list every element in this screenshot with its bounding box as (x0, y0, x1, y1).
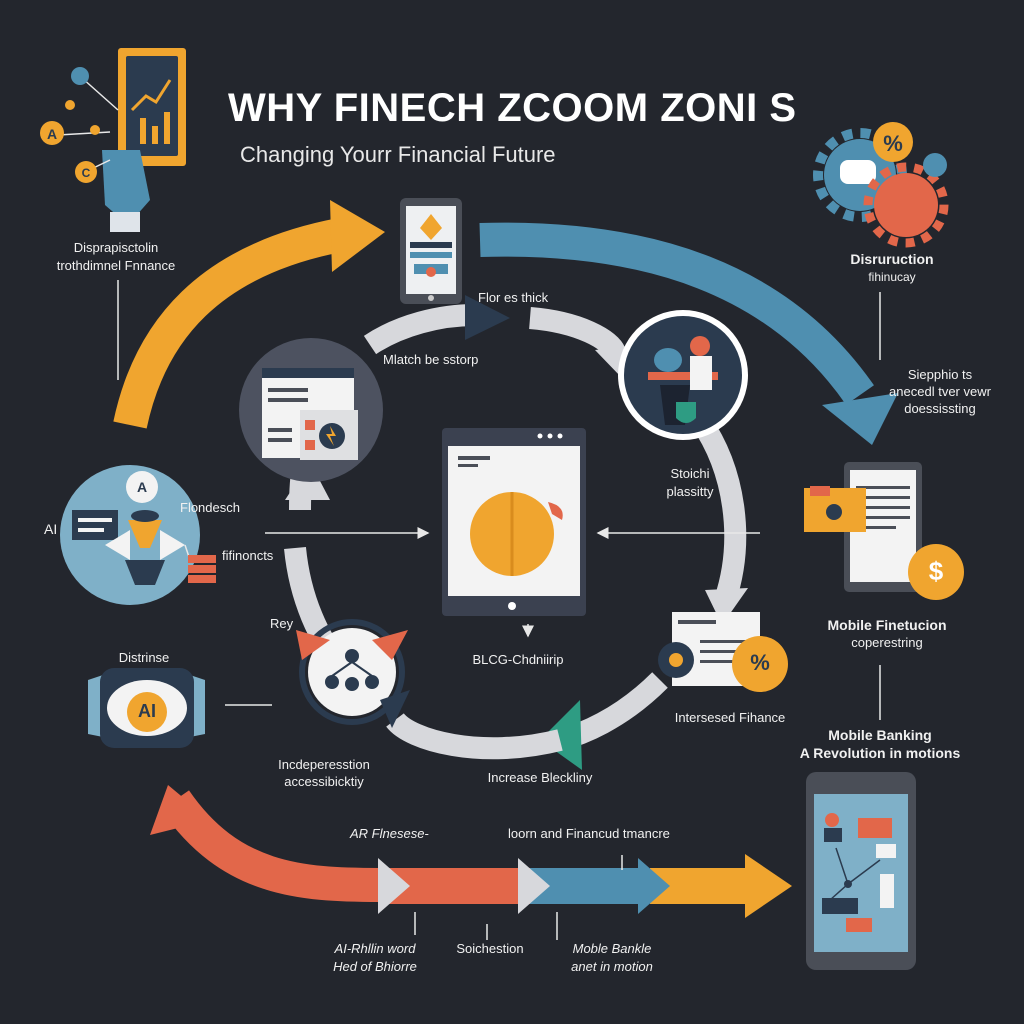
label-mobile-banking-2: A Revolution in motions (799, 745, 961, 761)
label-ar: AR Flnesese- (350, 826, 429, 841)
phone-app-icon (400, 198, 462, 304)
orange-cycle-arrow (113, 200, 385, 429)
label-blog: BLCG-Chdniirip (472, 652, 564, 667)
label-increase: Increase Bleckliny (487, 770, 593, 785)
person-at-desk-icon (618, 310, 748, 440)
mobile-document-icon (804, 462, 964, 600)
label-fintech-3: fifinoncts (222, 548, 274, 563)
label-ai: AI (44, 521, 58, 537)
label-interested-finance: Intersesed Fihance (674, 710, 786, 725)
tablet-pie-chart-icon (442, 428, 586, 616)
label-bottom-3a: Moble Bankle (572, 941, 652, 956)
label-independent-1: Incdeperesstion (278, 757, 370, 772)
label-mobile-fin-2: coperestring (851, 635, 923, 650)
document-percent-icon (658, 612, 788, 692)
label-rey: Rey (270, 616, 294, 631)
label-steps-3: doessissting (904, 401, 976, 416)
label-bottom-3b: anet in motion (571, 959, 653, 974)
label-distrinse: Distrinse (118, 650, 170, 665)
label-scale-1: Stoichi (670, 466, 710, 481)
network-circle-icon (296, 619, 410, 728)
label-bottom-2: Soichestion (456, 941, 524, 956)
documents-circle-icon (239, 338, 383, 482)
label-steps-2: anecedl tver vewr (889, 384, 991, 399)
mobile-banking-phone-icon (806, 772, 916, 970)
label-disruption-right-1: Disruruction (850, 251, 934, 267)
label-mobile-fin-1: Mobile Finetucion (827, 617, 947, 633)
label-independent-2: accessibicktiy (284, 774, 364, 789)
label-scale-2: plassitty (666, 484, 714, 499)
connector-lines (117, 280, 881, 940)
label-fintech-2: Flondesch (180, 500, 240, 515)
percent-badge-icon: % (750, 650, 770, 675)
label-disruption-left-2: trothdimnel Fnnance (56, 258, 176, 273)
bottom-timeline-band (150, 785, 792, 918)
label-steps-1: Siepphio ts (907, 367, 973, 382)
label-disruption-right-2: fihinucay (868, 270, 916, 284)
ai-assistant-circle-icon (60, 465, 216, 605)
page-subtitle: Changing Yourr Financial Future (240, 142, 556, 167)
page-title: WHY FINECH ZCOOM ZONI S (228, 86, 797, 130)
label-bottom-1b: Hed of Bhiorre (333, 959, 417, 974)
ai-badge-label: AI (138, 701, 156, 721)
letter-a-icon: A (46, 126, 58, 142)
label-bottom-1a: AI-Rhllin word (334, 941, 416, 956)
label-mobile-banking-1: Mobile Banking (828, 727, 932, 743)
gears-disruption-icon (813, 122, 949, 248)
blue-cycle-arrow (479, 222, 898, 445)
letter-a-avatar-icon: A (136, 479, 148, 495)
label-fintech-thick: Flor es thick (478, 290, 549, 305)
label-loan: loorn and Financud tmancre (508, 826, 670, 841)
label-match: Mlatch be sstorp (383, 352, 479, 367)
percent-icon: % (883, 131, 903, 156)
ai-badge-wings-icon (88, 668, 205, 748)
dollar-coin-icon: $ (928, 556, 944, 586)
robot-hand-chart-icon (40, 48, 186, 232)
letter-c-icon: C (81, 166, 91, 180)
label-disruption-left-1: Disprapisctolin (73, 240, 159, 255)
